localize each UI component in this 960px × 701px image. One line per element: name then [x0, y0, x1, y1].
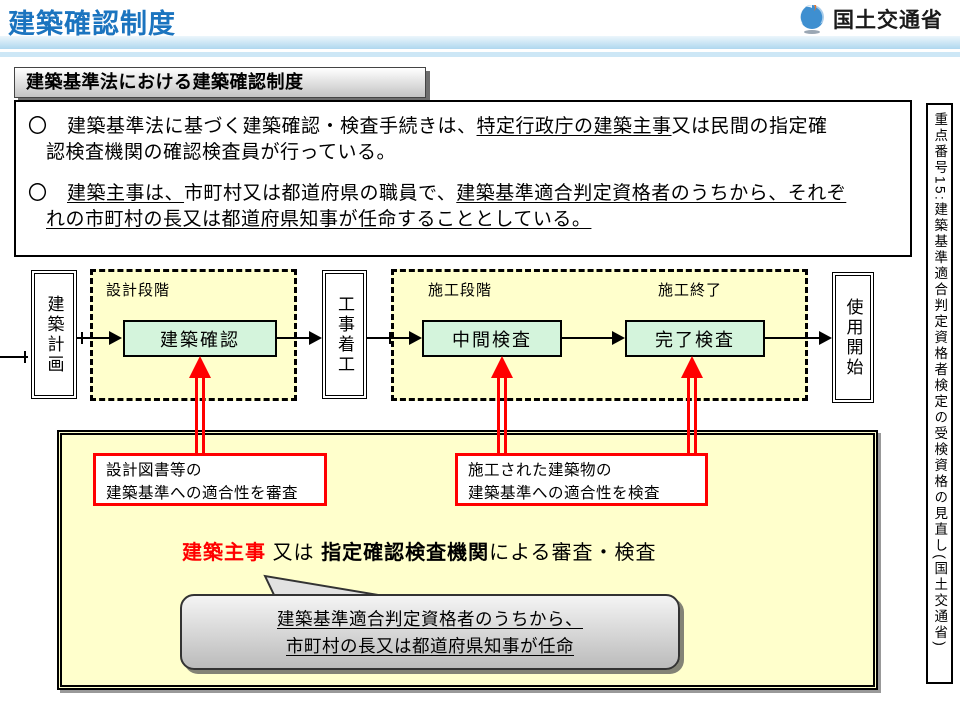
arrow1-shaft — [77, 337, 111, 339]
milestone-construction-start: 工事着工 — [322, 270, 367, 399]
review-arrow3-head — [681, 356, 703, 378]
interim-inspection-box: 中間検査 — [422, 320, 562, 357]
ministry-name: 国土交通省 — [833, 9, 943, 32]
sidebar-note-box: 重点番号15:建築基準適合判定資格者検定の受検資格の見直し(国土交通省) — [926, 103, 953, 684]
building-confirmation-box: 建築確認 — [123, 320, 277, 357]
milestone-building-plan: 建築計画 — [31, 270, 77, 399]
review-arrow1-head — [189, 356, 211, 378]
summary-tail: による審査・検査 — [489, 542, 657, 564]
bullet2-seg1-underlined: 建築主事は、 — [67, 183, 185, 204]
review-summary: 建築主事 又は 指定確認検査機関による審査・検査 — [182, 536, 657, 565]
use-start-label: 使用開始 — [843, 297, 863, 378]
header-stripe — [0, 36, 960, 49]
bullet1-line1: 〇 建築基準法に基づく建築確認・検査手続きは、特定行政庁の建築主事又は民間の指定… — [28, 111, 828, 138]
arrow1-head — [109, 331, 122, 345]
arrow5-head — [819, 331, 832, 345]
building-plan-label: 建築計画 — [44, 294, 64, 375]
arrow5-shaft — [765, 337, 822, 339]
summary-building-official: 建築主事 — [182, 542, 266, 564]
appointment-callout: 建築基準適合判定資格者のうちから、 市町村の長又は都道府県知事が任命 — [180, 594, 680, 670]
review-arrow3-shaft — [687, 376, 697, 455]
header-stripe-thin — [0, 52, 960, 57]
design-review-note-line1: 設計図書等の — [106, 462, 203, 479]
callout-line2: 市町村の長又は都道府県知事が任命 — [286, 636, 574, 656]
review-arrow2-head — [491, 356, 513, 378]
design-review-note: 設計図書等の 建築基準への適合性を審査 — [93, 453, 327, 506]
construction-review-note-line2: 建築基準への適合性を検査 — [468, 485, 661, 502]
sidebar-note-text: 重点番号15:建築基準適合判定資格者検定の受検資格の見直し(国土交通省) — [932, 112, 948, 649]
bullet2-seg2: 市町村又は都道府県の職員で、 — [184, 183, 457, 204]
bullet1-seg2-underlined: 特定行政庁の建築主事 — [476, 116, 672, 137]
arrow1-tick — [81, 332, 83, 344]
bullet2-seg3-underlined: 建築基準適合判定資格者のうちから、それぞ — [456, 183, 847, 204]
bullet2-line1: 〇 建築主事は、市町村又は都道府県の職員で、建築基準適合判定資格者のうちから、そ… — [28, 178, 846, 205]
callout-line1: 建築基準適合判定資格者のうちから、 — [277, 609, 583, 629]
design-review-note-line2: 建築基準への適合性を審査 — [106, 485, 299, 502]
completion-inspection-box: 完了検査 — [625, 320, 765, 357]
page-title: 建築確認制度 — [8, 9, 176, 39]
ministry-logo: 国土交通省 — [793, 3, 947, 35]
bullet1-line2: 認検査機関の確認検査員が行っている。 — [46, 137, 396, 164]
mlit-emblem-icon — [798, 5, 827, 34]
construction-review-note-line1: 施工された建築物の — [468, 462, 613, 479]
bullet2-marker: 〇 — [28, 183, 68, 204]
construction-end-label: 施工終了 — [658, 282, 723, 299]
review-arrow2-shaft — [497, 376, 507, 455]
arrow3-head — [409, 331, 422, 345]
review-arrow1-shaft — [195, 376, 205, 455]
construction-review-note: 施工された建築物の 建築基準への適合性を検査 — [455, 453, 708, 506]
section-heading: 建築基準法における建築確認制度 — [14, 67, 426, 98]
construction-start-label: 工事着工 — [335, 294, 354, 375]
summary-or: 又は — [266, 542, 322, 564]
summary-designated-body: 指定確認検査機関 — [321, 542, 490, 564]
bullet1-seg1: 〇 建築基準法に基づく建築確認・検査手続きは、 — [28, 116, 477, 137]
construction-stage-label: 施工段階 — [428, 282, 493, 299]
flow-start-tick — [24, 351, 26, 363]
bullet1-seg3: 又は民間の指定確 — [671, 116, 828, 137]
arrow2-head — [309, 331, 322, 345]
arrow3-tick — [389, 332, 391, 344]
arrow4-shaft — [562, 337, 615, 339]
flow-start-line — [0, 356, 28, 358]
bullet-box: 〇 建築基準法に基づく建築確認・検査手続きは、特定行政庁の建築主事又は民間の指定… — [14, 100, 912, 257]
arrow2-shaft — [277, 337, 312, 339]
bullet1-seg4: 認検査機関の確認検査員が行っている。 — [46, 142, 397, 163]
bullet2-seg4-underlined: れの市町村の長又は都道府県知事が任命することとしている。 — [46, 209, 592, 230]
arrow4-head — [612, 331, 625, 345]
bullet2-line2: れの市町村の長又は都道府県知事が任命することとしている。 — [46, 204, 591, 231]
milestone-use-start: 使用開始 — [832, 272, 874, 403]
design-stage-label: 設計段階 — [106, 282, 171, 299]
